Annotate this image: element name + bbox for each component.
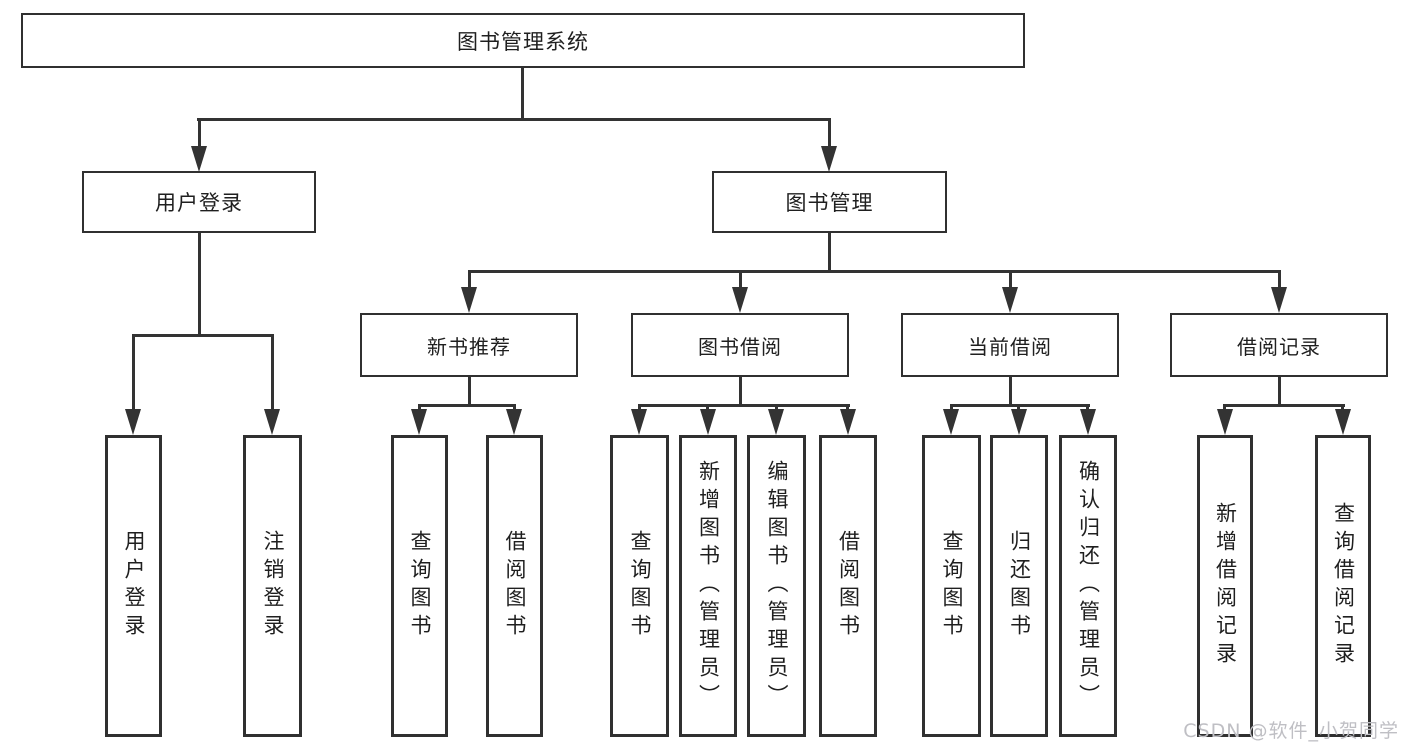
leaf-query-book-3: 查询图书: [922, 435, 981, 737]
connector-drop: [1223, 404, 1226, 413]
leaf-confirm-return-admin-label: 确认归还（管理员）: [1076, 460, 1101, 712]
connector-drop-borrow-record: [1278, 270, 1281, 290]
leaf-borrow-book-1: 借阅图书: [486, 435, 543, 737]
connector-drop-user-login: [198, 118, 201, 148]
arrow-down-icon: [943, 409, 959, 435]
leaf-add-borrow-record-label: 新增借阅记录: [1213, 502, 1238, 670]
arrow-down-icon: [264, 409, 280, 435]
node-book-borrow-label: 图书借阅: [698, 334, 782, 359]
arrow-down-icon: [821, 146, 837, 172]
leaf-logout-label: 注销登录: [261, 530, 285, 642]
leaf-logout: 注销登录: [243, 435, 302, 737]
leaf-user-login: 用户登录: [105, 435, 162, 737]
connector-drop: [1086, 404, 1089, 413]
connector-drop-book-borrow: [739, 270, 742, 290]
connector-drop: [418, 404, 421, 413]
leaf-user-login-label: 用户登录: [122, 530, 146, 642]
connector-drop: [638, 404, 641, 413]
node-current-borrow: 当前借阅: [901, 313, 1119, 377]
connector-drop: [1341, 404, 1344, 413]
leaf-edit-book-admin-label: 编辑图书（管理员）: [765, 460, 789, 712]
arrow-down-icon: [1080, 409, 1096, 435]
leaf-borrow-book-2-label: 借阅图书: [836, 530, 861, 642]
connector-book-borrow-stem: [739, 377, 742, 407]
connector-borrow-record-stem: [1278, 377, 1281, 407]
connector-drop: [846, 404, 849, 413]
node-root-library-system: 图书管理系统: [21, 13, 1025, 68]
connector-user-login-split: [132, 334, 274, 337]
arrow-down-icon: [506, 409, 522, 435]
leaf-query-borrow-record-label: 查询借阅记录: [1331, 502, 1356, 670]
connector-new-book-stem: [468, 377, 471, 407]
node-book-mgmt-label: 图书管理: [785, 191, 874, 215]
node-current-borrow-label: 当前借阅: [968, 334, 1052, 359]
node-user-login-label: 用户登录: [155, 191, 243, 215]
connector-drop-book-mgmt: [828, 118, 831, 148]
leaf-query-book-2: 查询图书: [610, 435, 669, 737]
connector-current-borrow-split: [950, 404, 1090, 407]
connector-book-mgmt-stem: [828, 233, 831, 272]
leaf-query-borrow-record: 查询借阅记录: [1315, 435, 1371, 737]
arrow-down-icon: [1002, 287, 1018, 313]
leaf-confirm-return-admin: 确认归还（管理员）: [1059, 435, 1117, 737]
connector-borrow-record-split: [1223, 404, 1345, 407]
node-borrow-record: 借阅记录: [1170, 313, 1388, 377]
connector-drop-leaf-user-login: [132, 334, 135, 411]
leaf-return-book-label: 归还图书: [1007, 530, 1032, 642]
csdn-watermark: CSDN @软件_小贺同学: [1183, 720, 1399, 742]
connector-drop: [950, 404, 953, 413]
arrow-down-icon: [631, 409, 647, 435]
leaf-add-book-admin-label: 新增图书（管理员）: [696, 460, 721, 712]
leaf-return-book: 归还图书: [990, 435, 1048, 737]
leaf-query-book-3-label: 查询图书: [940, 530, 964, 642]
arrow-down-icon: [1217, 409, 1233, 435]
connector-level3-split: [468, 270, 1281, 273]
node-root-label: 图书管理系统: [457, 29, 589, 54]
connector-new-book-split: [418, 404, 516, 407]
node-book-mgmt: 图书管理: [712, 171, 947, 233]
connector-drop-current-borrow: [1009, 270, 1012, 290]
arrow-down-icon: [191, 146, 207, 172]
connector-user-login-stem: [198, 233, 201, 336]
node-new-book: 新书推荐: [360, 313, 578, 377]
node-book-borrow: 图书借阅: [631, 313, 849, 377]
connector-root-stem: [521, 68, 524, 120]
arrow-down-icon: [411, 409, 427, 435]
leaf-query-book-1-label: 查询图书: [408, 530, 432, 642]
leaf-query-book-2-label: 查询图书: [628, 530, 652, 642]
arrow-down-icon: [732, 287, 748, 313]
connector-drop: [1017, 404, 1020, 413]
connector-drop: [513, 404, 516, 413]
arrow-down-icon: [768, 409, 784, 435]
arrow-down-icon: [1011, 409, 1027, 435]
connector-level2-split: [197, 118, 831, 121]
arrow-down-icon: [125, 409, 141, 435]
leaf-edit-book-admin: 编辑图书（管理员）: [747, 435, 806, 737]
leaf-add-borrow-record: 新增借阅记录: [1197, 435, 1253, 737]
arrow-down-icon: [461, 287, 477, 313]
arrow-down-icon: [1271, 287, 1287, 313]
connector-drop: [706, 404, 709, 413]
leaf-query-book-1: 查询图书: [391, 435, 448, 737]
node-new-book-label: 新书推荐: [427, 334, 511, 359]
connector-current-borrow-stem: [1009, 377, 1012, 407]
arrow-down-icon: [700, 409, 716, 435]
leaf-add-book-admin: 新增图书（管理员）: [679, 435, 737, 737]
connector-drop: [775, 404, 778, 413]
node-user-login: 用户登录: [82, 171, 316, 233]
leaf-borrow-book-1-label: 借阅图书: [503, 530, 527, 642]
connector-drop-leaf-logout: [271, 334, 274, 411]
connector-book-borrow-split: [638, 404, 850, 407]
arrow-down-icon: [840, 409, 856, 435]
leaf-borrow-book-2: 借阅图书: [819, 435, 877, 737]
arrow-down-icon: [1335, 409, 1351, 435]
connector-drop-new-book: [468, 270, 471, 290]
node-borrow-record-label: 借阅记录: [1237, 334, 1321, 359]
